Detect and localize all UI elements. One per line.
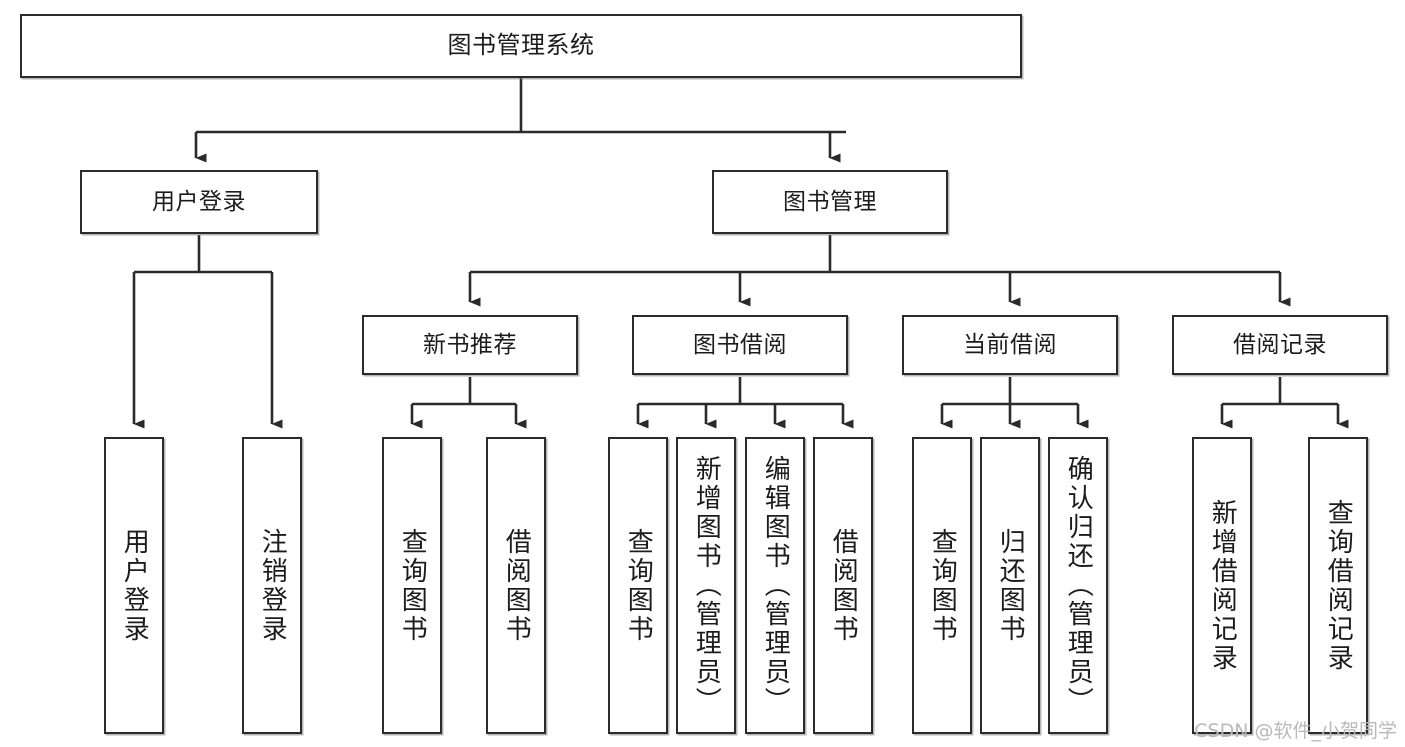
node-book-borrow[interactable]: 图书借阅 [632,315,848,375]
node-leaf-rec-add-label: 新增借阅记录 [1207,498,1238,673]
node-leaf-user-login-label: 用户登录 [119,527,150,644]
node-leaf-borrow-edit[interactable]: 编辑图书（管理员） [745,437,805,734]
node-new-book-rec[interactable]: 新书推荐 [362,315,578,375]
node-leaf-cur-query[interactable]: 查询图书 [912,437,972,734]
node-leaf-user-logout[interactable]: 注销登录 [242,437,302,734]
node-current-borrow-label: 当前借阅 [963,331,1057,358]
node-leaf-borrow-add-label: 新增图书（管理员） [691,455,722,716]
node-leaf-user-logout-label: 注销登录 [257,527,288,644]
node-leaf-borrow-do[interactable]: 借阅图书 [813,437,873,734]
node-leaf-user-login[interactable]: 用户登录 [104,437,164,734]
node-leaf-cur-return-label: 归还图书 [995,527,1026,644]
node-book-manage-label: 图书管理 [783,188,877,215]
node-leaf-rec-query2[interactable]: 查询借阅记录 [1308,437,1368,734]
node-leaf-cur-query-label: 查询图书 [927,527,958,644]
node-leaf-borrow-edit-label: 编辑图书（管理员） [760,455,791,716]
node-user-login[interactable]: 用户登录 [80,170,318,234]
node-current-borrow[interactable]: 当前借阅 [902,315,1118,375]
node-leaf-borrow-query[interactable]: 查询图书 [608,437,668,734]
csdn-watermark: CSDN @软件_小贺同学 [1194,720,1397,742]
node-root-label: 图书管理系统 [447,31,595,60]
node-book-borrow-label: 图书借阅 [693,331,787,358]
node-leaf-borrow-add[interactable]: 新增图书（管理员） [676,437,736,734]
node-user-login-label: 用户登录 [152,188,246,215]
node-leaf-rec-add[interactable]: 新增借阅记录 [1192,437,1252,734]
node-leaf-cur-confirm-label: 确认归还（管理员） [1063,455,1094,716]
node-leaf-cur-return[interactable]: 归还图书 [980,437,1040,734]
node-book-manage[interactable]: 图书管理 [712,170,948,234]
node-leaf-rec-borrow-label: 借阅图书 [501,527,532,644]
node-borrow-record[interactable]: 借阅记录 [1172,315,1388,375]
node-leaf-borrow-query-label: 查询图书 [623,527,654,644]
node-leaf-rec-query[interactable]: 查询图书 [382,437,442,734]
node-new-book-rec-label: 新书推荐 [423,331,517,358]
node-leaf-rec-borrow[interactable]: 借阅图书 [486,437,546,734]
node-leaf-rec-query-label: 查询图书 [397,527,428,644]
node-leaf-cur-confirm[interactable]: 确认归还（管理员） [1048,437,1108,734]
node-root[interactable]: 图书管理系统 [20,14,1022,78]
node-leaf-borrow-do-label: 借阅图书 [828,527,859,644]
node-borrow-record-label: 借阅记录 [1233,331,1327,358]
node-leaf-rec-query2-label: 查询借阅记录 [1323,498,1354,673]
